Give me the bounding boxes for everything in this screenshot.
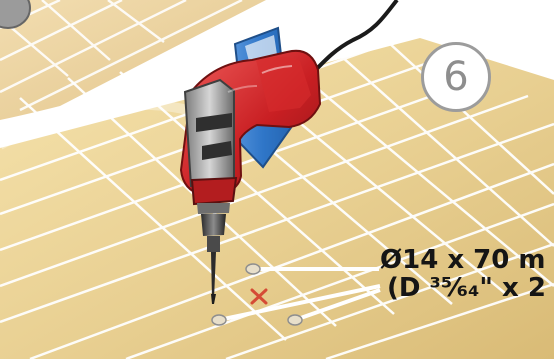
drill-size-label: Ø14 x 70 m (D ³⁵⁄₆₄" x 2 [380,246,546,302]
metric-drill-size: Ø14 x 70 m [380,246,546,274]
drill-hole [288,315,302,325]
drill-hole [246,264,260,274]
drill-hole [212,315,226,325]
step-number-badge: 6 [421,42,491,112]
imperial-drill-size: (D ³⁵⁄₆₄" x 2 [380,274,546,302]
step-number: 6 [443,57,468,97]
